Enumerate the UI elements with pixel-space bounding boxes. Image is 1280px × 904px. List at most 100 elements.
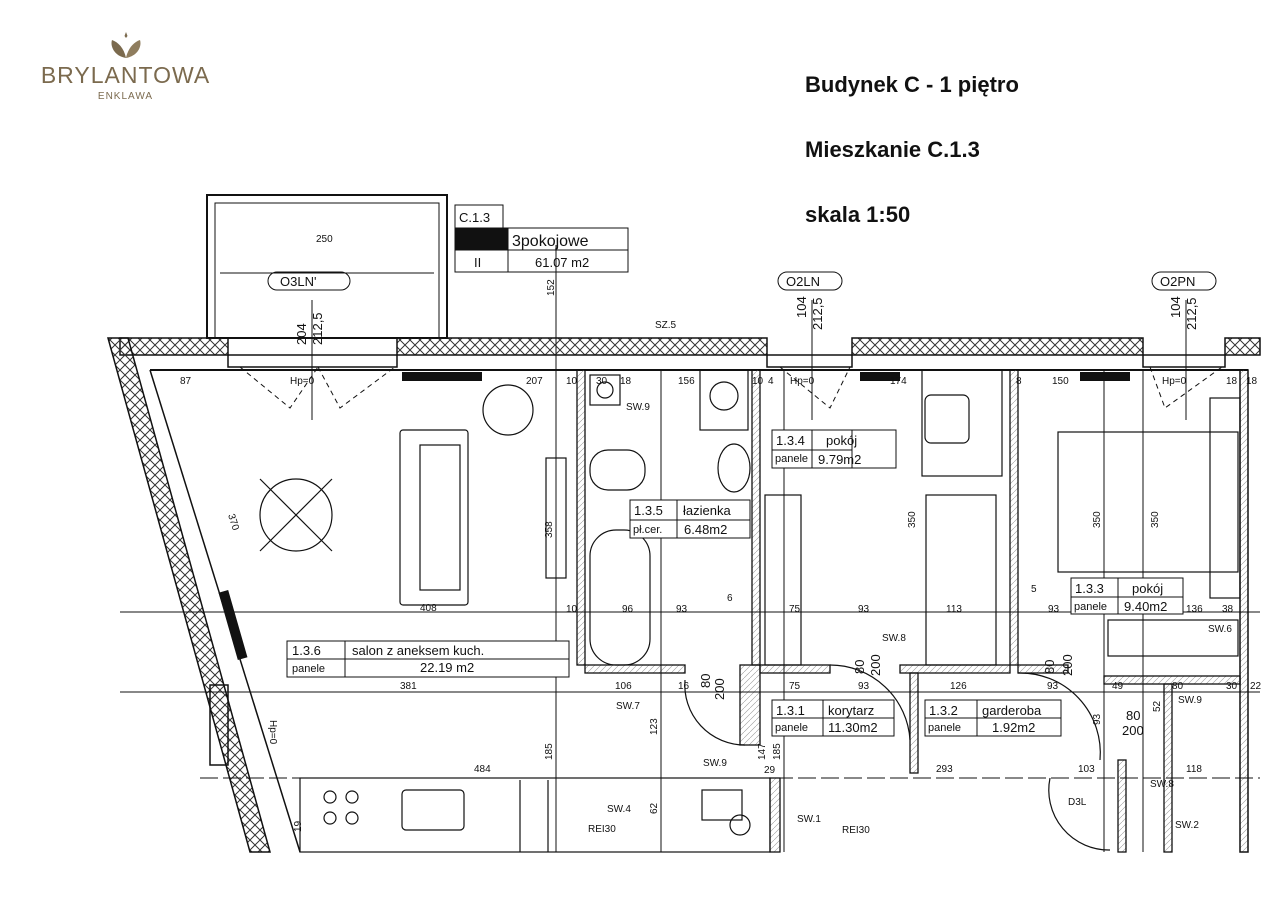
plan-label: 126: [950, 681, 967, 692]
plan-label: 1.3.3: [1075, 581, 1104, 596]
plan-label: 29: [764, 765, 776, 776]
plan-label: 22: [1250, 681, 1262, 692]
plan-label: garderoba: [982, 703, 1042, 718]
plan-label: SZ.5: [655, 320, 677, 331]
plan-label: 4: [768, 376, 774, 387]
round-table: [482, 384, 534, 436]
plan-label: 350: [1092, 511, 1103, 528]
closet: [1107, 619, 1239, 657]
plan-label: 136: [1186, 604, 1203, 615]
axis-lines: [120, 245, 1260, 852]
washbasin: [717, 443, 751, 493]
plan-label: panele: [775, 722, 808, 734]
brand-sub: ENKLAWA: [97, 91, 154, 102]
plan-label: 18: [1246, 376, 1258, 387]
plan-label: 1.3.2: [929, 703, 958, 718]
plan-label: Hp=0: [267, 720, 278, 745]
plan-label: 200: [1060, 654, 1075, 676]
plan-label: 1.92m2: [992, 720, 1035, 735]
plan-label: 156: [678, 376, 695, 387]
plan-label: 408: [420, 603, 437, 614]
room-tag-pokoj-134: 1.3.4 pokój panele 9.79m2: [771, 429, 897, 469]
plan-label: 49: [1112, 681, 1124, 692]
plan-label: SW.2: [1175, 820, 1199, 831]
plan-label: 52: [1152, 700, 1163, 712]
plan-label: Hp=0: [290, 376, 315, 387]
plan-label: 204: [294, 323, 309, 345]
plan-label: 75: [789, 681, 801, 692]
plan-label: 250: [316, 234, 333, 245]
plan-label: 212,5: [810, 297, 825, 330]
plan-label: 10: [566, 604, 578, 615]
dimension-labels: 250 204 212,5 152 104 212,5 104 212,5 87…: [180, 234, 1262, 832]
wardrobe: [764, 494, 802, 666]
sofa: [399, 429, 469, 606]
plan-label: 370: [225, 513, 241, 533]
window-tag: O3LN': [280, 274, 316, 289]
plan-label: 9.40m2: [1124, 599, 1167, 614]
plan-label: 80: [698, 674, 713, 688]
plan-label: 75: [789, 604, 801, 615]
plan-label: SW.7: [616, 701, 640, 712]
plan-label: 484: [474, 764, 491, 775]
plan-label: 8: [1016, 376, 1022, 387]
plan-label: 5: [1031, 584, 1037, 595]
plan-label: panele: [292, 663, 325, 675]
furniture: [259, 369, 1241, 853]
plan-label: 185: [772, 743, 783, 760]
plan-label: 1.3.4: [776, 433, 805, 448]
plan-label: 87: [180, 376, 192, 387]
plan-label: 350: [907, 511, 918, 528]
apartment-legend: [454, 204, 629, 273]
bathtub: [589, 529, 651, 666]
plan-label: 80: [1126, 708, 1140, 723]
plan-label: 6: [727, 593, 733, 604]
plan-label: 200: [868, 654, 883, 676]
plan-label: 200: [712, 678, 727, 700]
legend-code: C.1.3: [459, 210, 490, 225]
plan-label: 96: [622, 604, 634, 615]
room-tag-salon: 1.3.6 salon z aneksem kuch. panele 22.19…: [286, 640, 570, 678]
plan-label: 147: [757, 743, 768, 760]
plan-label: 22.19 m2: [420, 660, 474, 675]
plan-label: Hp=0: [1162, 376, 1187, 387]
plan-label: 10: [752, 376, 764, 387]
bed-single: [925, 494, 997, 666]
plan-label: 18: [620, 376, 632, 387]
plan-label: REI30: [842, 825, 870, 836]
plan-label: 1.3.6: [292, 643, 321, 658]
plan-label: pokój: [1132, 581, 1163, 596]
plan-label: 212,5: [1184, 297, 1199, 330]
plan-label: 174: [890, 376, 907, 387]
bed-double: [1057, 431, 1239, 573]
windows-doors-dashed: [239, 366, 1223, 409]
balcony: [206, 194, 448, 339]
plan-label: SW.8: [882, 633, 906, 644]
plan-label: 212,5: [310, 312, 325, 345]
exterior-walls: [107, 337, 1261, 853]
plan-label: 19: [293, 820, 304, 832]
element-labels: SZ.5 SW.9 SW.9 SW.9 SW.7 SW.8 SW.8 SW.6 …: [267, 320, 1232, 836]
plan-label: 30: [1226, 681, 1238, 692]
toilet: [589, 449, 646, 491]
plan-label: 80: [1172, 681, 1184, 692]
plan-label: 16: [678, 681, 690, 692]
window-tag: O2LN: [786, 274, 820, 289]
plan-label: pokój: [826, 433, 857, 448]
brand-name: BRYLANTOWA: [40, 62, 211, 88]
plan-label: SW.9: [626, 402, 650, 413]
plan-label: 106: [615, 681, 632, 692]
plan-label: SW.6: [1208, 624, 1232, 635]
leaf-logo-icon: [111, 32, 140, 58]
building-title: Budynek C - 1 piętro: [805, 72, 1019, 97]
legend-type: 3pokojowe: [512, 233, 589, 250]
plan-label: 150: [1052, 376, 1069, 387]
sink: [401, 789, 465, 831]
dining-table: [259, 478, 333, 552]
plan-label: 103: [1078, 764, 1095, 775]
plan-label: 152: [546, 279, 557, 296]
plan-label: 10: [566, 376, 578, 387]
plan-label: 185: [544, 743, 555, 760]
plan-label: 207: [526, 376, 543, 387]
room-tag-korytarz: 1.3.1 korytarz panele 11.30m2: [771, 699, 895, 737]
